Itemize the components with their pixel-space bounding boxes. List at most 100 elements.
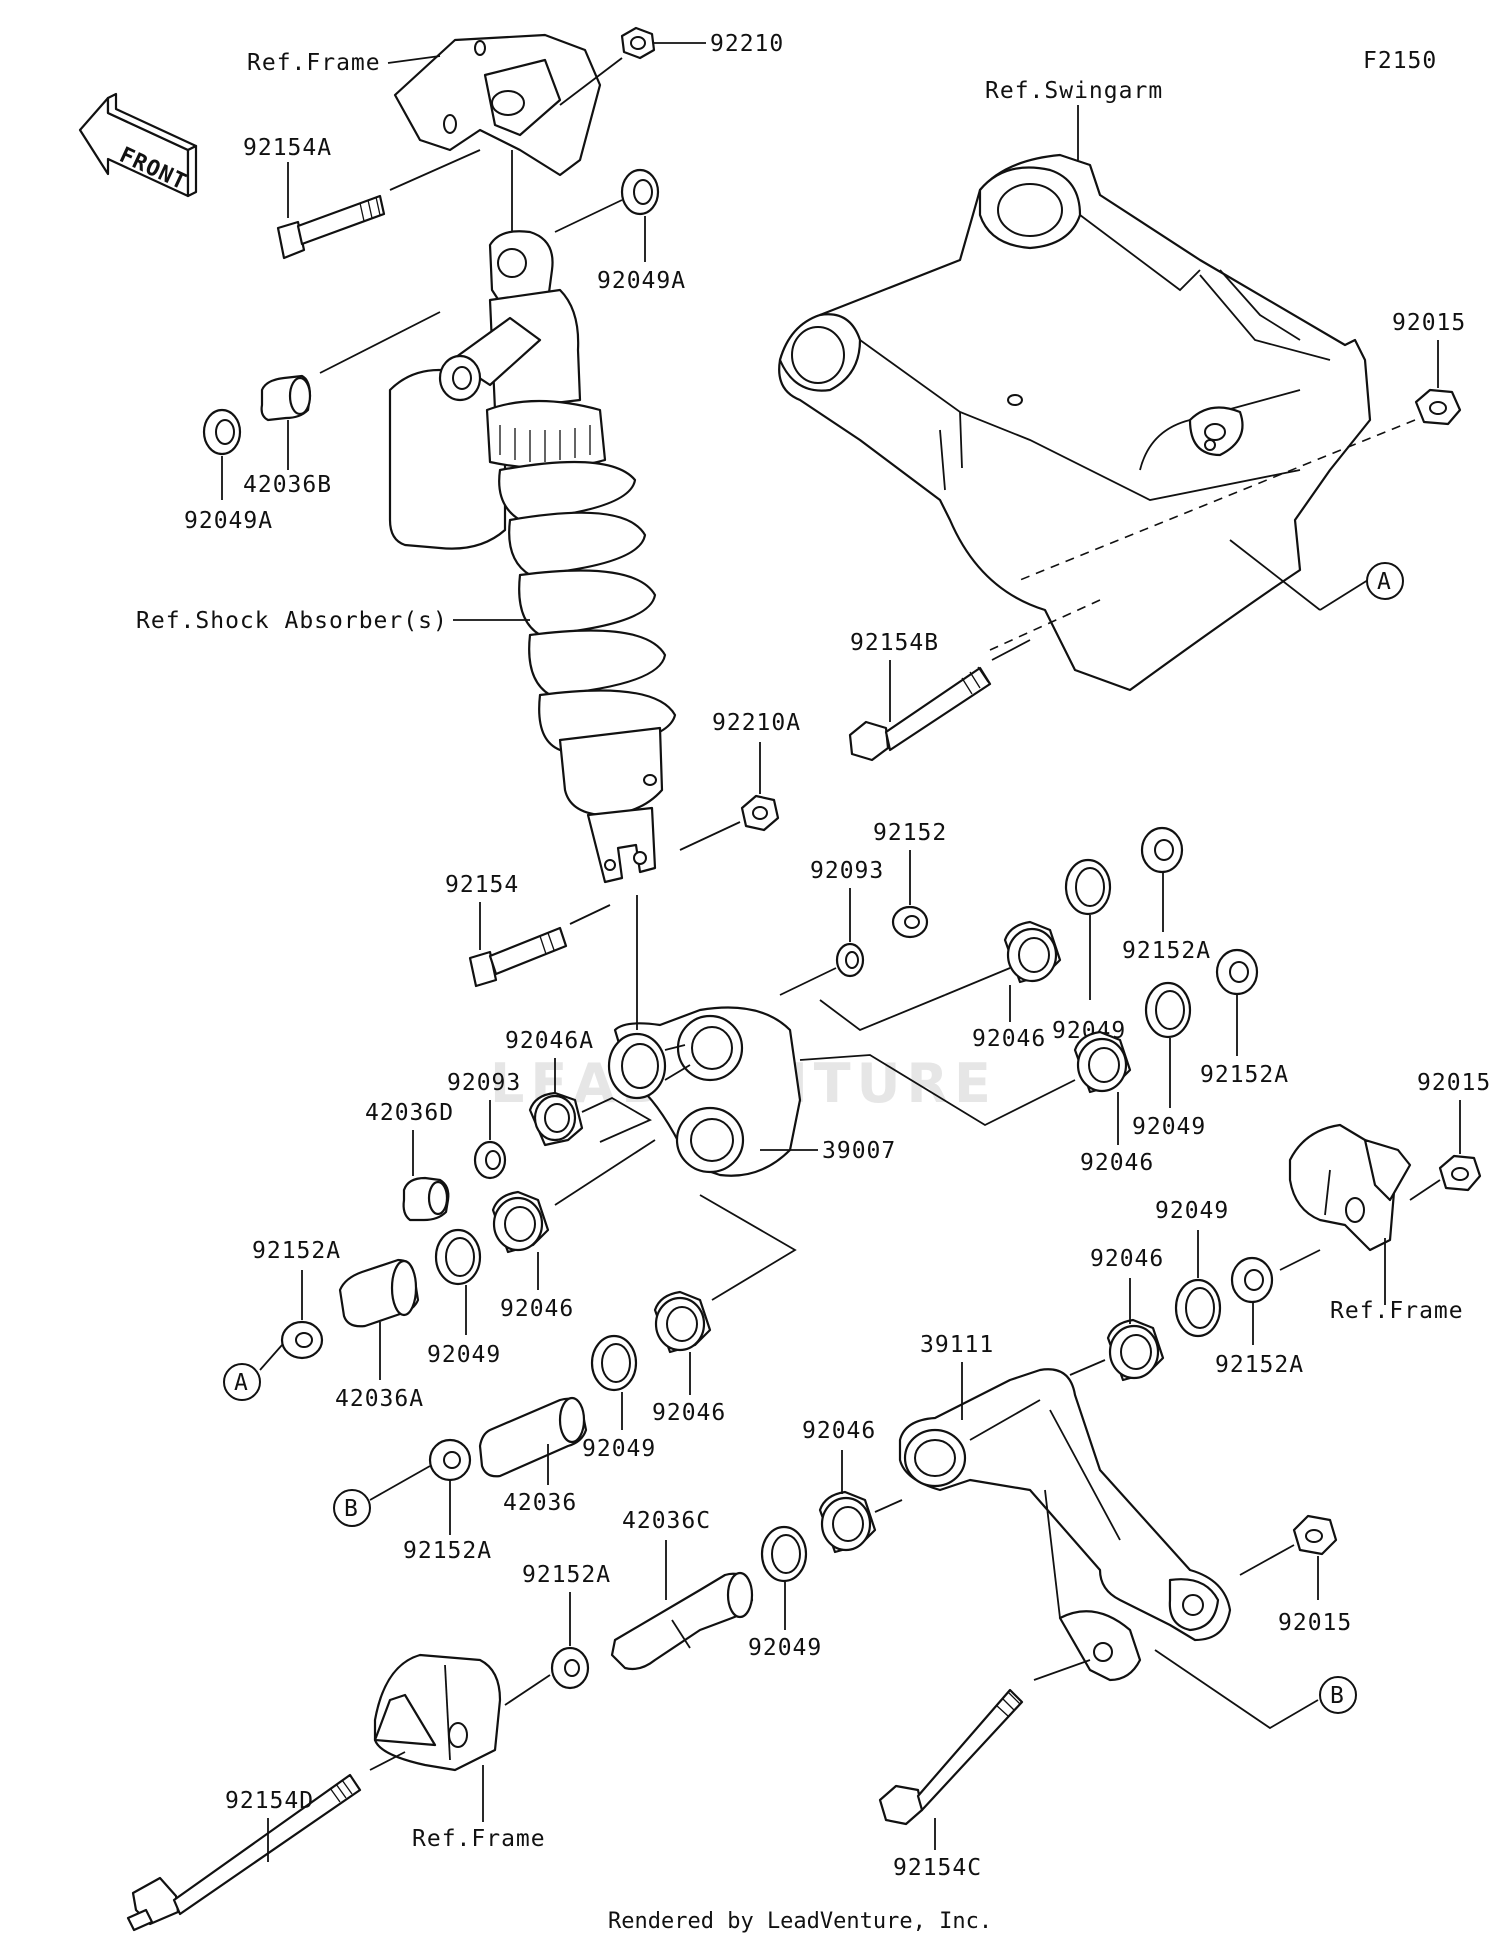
part-92210-nut <box>620 26 656 60</box>
label-92049-c: 92049 <box>427 1342 501 1368</box>
shock-absorber <box>388 230 677 884</box>
label-92152A-f: 92152A <box>522 1562 611 1588</box>
label-92154A: 92154A <box>243 135 332 161</box>
callout-a-top: A <box>1366 562 1404 600</box>
callout-a-top-label: A <box>1377 569 1392 595</box>
part-92049-seal-c <box>434 1228 482 1286</box>
part-92093-seal-b <box>473 1140 507 1180</box>
link-39111 <box>898 1368 1232 1682</box>
callout-b-left: B <box>333 1489 371 1527</box>
label-39007: 39007 <box>822 1138 896 1164</box>
footer-credit: Rendered by LeadVenture, Inc. <box>608 1909 992 1934</box>
label-92049-b: 92049 <box>1132 1114 1206 1140</box>
part-92152A-washer-a <box>1140 826 1184 874</box>
part-92049A-seal-a <box>620 168 660 216</box>
part-92046-bearing-d <box>653 1290 712 1354</box>
part-42036-collar <box>478 1396 588 1478</box>
part-92046-bearing-f <box>818 1490 877 1554</box>
part-92049A-seal-b <box>202 408 242 456</box>
part-92046A-bearing <box>528 1091 584 1147</box>
part-92152A-washer-f <box>550 1646 590 1690</box>
part-92015-nut-b <box>1438 1154 1482 1192</box>
part-92154C-bolt <box>878 1688 1024 1826</box>
label-92152A-c: 92152A <box>252 1238 341 1264</box>
label-92152A-d: 92152A <box>403 1538 492 1564</box>
part-42036D-collar <box>402 1176 450 1222</box>
part-92210A-nut <box>740 794 780 832</box>
label-42036B: 42036B <box>243 472 332 498</box>
label-42036A: 42036A <box>335 1386 424 1412</box>
part-92152A-washer-e <box>1230 1256 1274 1304</box>
part-92015-nut-a <box>1414 388 1462 426</box>
label-42036: 42036 <box>503 1490 577 1516</box>
label-ref-frame-right: Ref.Frame <box>1330 1298 1464 1324</box>
part-92154-bolt <box>468 926 568 988</box>
part-92152A-washer-c <box>280 1320 324 1360</box>
label-92093-a: 92093 <box>810 858 884 884</box>
label-92049A-a: 92049A <box>597 268 686 294</box>
callout-b-left-label: B <box>344 1496 359 1522</box>
frame-bracket-top <box>393 33 602 177</box>
label-ref-frame-bottom: Ref.Frame <box>412 1826 546 1852</box>
part-92049-seal-b <box>1144 981 1192 1039</box>
label-ref-shock: Ref.Shock Absorber(s) <box>136 608 448 634</box>
part-92049-seal-d <box>590 1334 638 1392</box>
label-92046-d: 92046 <box>652 1400 726 1426</box>
part-92046-bearing-e <box>1106 1318 1165 1382</box>
label-92152: 92152 <box>873 820 947 846</box>
part-92154B-bolt <box>848 666 992 762</box>
label-92154D: 92154D <box>225 1788 314 1814</box>
label-92046-e: 92046 <box>1090 1246 1164 1272</box>
label-92049-e: 92049 <box>1155 1198 1229 1224</box>
label-92046-f: 92046 <box>802 1418 876 1444</box>
frame-bracket-bottom <box>373 1653 502 1772</box>
part-42036A-collar <box>338 1258 420 1328</box>
part-92015-nut-c <box>1292 1514 1338 1556</box>
part-92046-bearing-c <box>491 1190 550 1254</box>
label-92210A: 92210A <box>712 710 801 736</box>
label-92154C: 92154C <box>893 1855 982 1881</box>
label-92046-c: 92046 <box>500 1296 574 1322</box>
front-arrow-icon: FRONT <box>78 92 198 198</box>
label-92049-f: 92049 <box>748 1635 822 1661</box>
swingarm <box>778 153 1372 692</box>
label-39111: 39111 <box>920 1332 994 1358</box>
label-92046-b: 92046 <box>1080 1150 1154 1176</box>
callout-a-left: A <box>223 1363 261 1401</box>
part-92154A-bolt <box>276 194 386 260</box>
callout-a-left-label: A <box>234 1370 249 1396</box>
part-42036B-collar <box>260 374 312 422</box>
label-92015-b: 92015 <box>1417 1070 1491 1096</box>
label-42036D: 42036D <box>365 1100 454 1126</box>
callout-b-right-label: B <box>1330 1683 1345 1709</box>
label-92015-a: 92015 <box>1392 310 1466 336</box>
label-92093-b: 92093 <box>447 1070 521 1096</box>
part-92154D-bolt <box>126 1773 362 1932</box>
part-92152A-washer-d <box>428 1438 472 1482</box>
diagram-code: F2150 <box>1363 48 1437 74</box>
rocker-39007 <box>607 1006 802 1177</box>
label-92046-a: 92046 <box>972 1026 1046 1052</box>
part-92093-seal-a <box>835 942 865 978</box>
part-92046-bearing-b <box>1073 1030 1132 1094</box>
part-92049-seal-f <box>760 1525 808 1583</box>
label-92152A-b: 92152A <box>1200 1062 1289 1088</box>
label-ref-frame-top: Ref.Frame <box>247 50 381 76</box>
part-92152A-washer-b <box>1215 948 1259 996</box>
label-42036C: 42036C <box>622 1508 711 1534</box>
part-92046-bearing-a <box>1003 920 1062 984</box>
label-92152A-e: 92152A <box>1215 1352 1304 1378</box>
label-92154B: 92154B <box>850 630 939 656</box>
part-42036C-collar <box>610 1571 754 1671</box>
label-92015-c: 92015 <box>1278 1610 1352 1636</box>
label-92154: 92154 <box>445 872 519 898</box>
frame-bracket-right <box>1288 1123 1412 1252</box>
callout-b-right: B <box>1319 1676 1357 1714</box>
label-92210: 92210 <box>710 31 784 57</box>
label-92046A: 92046A <box>505 1028 594 1054</box>
part-92049-seal-e <box>1174 1278 1222 1338</box>
label-92049-d: 92049 <box>582 1436 656 1462</box>
label-92049A-b: 92049A <box>184 508 273 534</box>
label-92152A-a: 92152A <box>1122 938 1211 964</box>
